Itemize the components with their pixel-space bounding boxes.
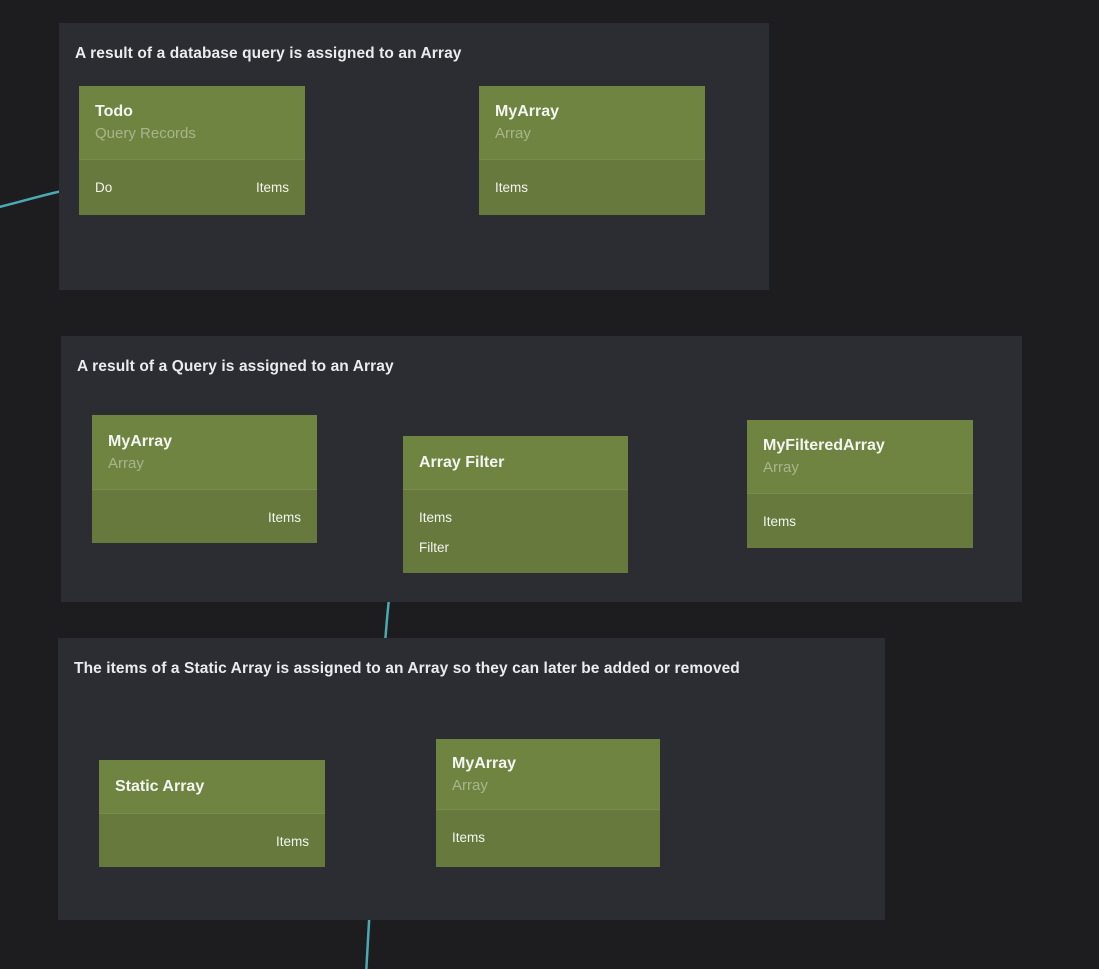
node-body: Do Items (79, 160, 305, 215)
node-myfilteredarray[interactable]: MyFilteredArrayArrayItems (747, 420, 973, 548)
input-port-filter[interactable]: Filter (419, 540, 449, 555)
node-title: Static Array (115, 776, 309, 798)
node-body: ItemsFilter (403, 490, 628, 573)
port-row: Items (99, 826, 325, 856)
port-row: Items (747, 506, 973, 536)
node-header: MyArrayArray (436, 739, 660, 810)
node-static-array[interactable]: Static ArrayItems (99, 760, 325, 867)
node-subtitle: Array (452, 775, 644, 796)
node-array-filter[interactable]: Array FilterItemsFilter (403, 436, 628, 573)
comment-title: A result of a Query is assigned to an Ar… (77, 358, 394, 376)
output-port-items[interactable]: Items (268, 510, 301, 525)
node-header: TodoQuery Records (79, 86, 305, 160)
output-port-items[interactable]: Items (276, 834, 309, 849)
node-body: Items (92, 490, 317, 543)
node-title: MyArray (495, 101, 689, 123)
node-subtitle: Array (495, 123, 689, 144)
node-subtitle: Query Records (95, 123, 289, 144)
output-port-items[interactable]: Items (256, 180, 289, 195)
port-row: Filter (403, 532, 628, 562)
node-title: MyArray (108, 431, 301, 453)
node-title: Array Filter (419, 452, 612, 474)
input-port-items[interactable]: Items (419, 510, 452, 525)
node-todo-query-records[interactable]: TodoQuery RecordsDo Items (79, 86, 305, 215)
port-row: Items (479, 172, 705, 202)
node-title: MyArray (452, 753, 644, 775)
port-row: Items (92, 502, 317, 532)
input-port-do[interactable]: Do (95, 180, 112, 195)
port-row: Do Items (79, 172, 305, 202)
comment-title: A result of a database query is assigned… (75, 45, 462, 63)
node-title: Todo (95, 101, 289, 123)
port-row: Items (403, 502, 628, 532)
input-port-items[interactable]: Items (452, 830, 485, 845)
node-body: Items (747, 494, 973, 548)
node-subtitle: Array (108, 453, 301, 474)
node-body: Items (99, 814, 325, 867)
node-myarray-3[interactable]: MyArrayArrayItems (436, 739, 660, 867)
node-myarray-1[interactable]: MyArrayArrayItems (479, 86, 705, 215)
comment-title: The items of a Static Array is assigned … (74, 660, 740, 678)
node-title: MyFilteredArray (763, 435, 957, 457)
input-port-items[interactable]: Items (763, 514, 796, 529)
port-row: Items (436, 822, 660, 852)
node-header: MyArrayArray (479, 86, 705, 160)
node-body: Items (479, 160, 705, 215)
node-subtitle: Array (763, 457, 957, 478)
node-header: Array Filter (403, 436, 628, 490)
node-header: Static Array (99, 760, 325, 814)
node-header: MyArrayArray (92, 415, 317, 490)
node-body: Items (436, 810, 660, 867)
node-header: MyFilteredArrayArray (747, 420, 973, 494)
input-port-items[interactable]: Items (495, 180, 528, 195)
node-myarray-2[interactable]: MyArrayArrayItems (92, 415, 317, 543)
